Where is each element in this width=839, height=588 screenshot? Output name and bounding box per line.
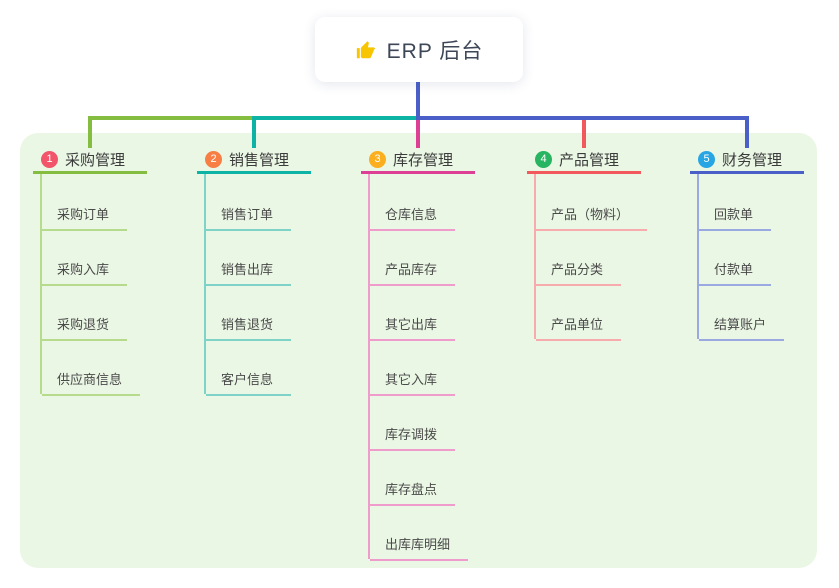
branch-header[interactable]: 1 采购管理 xyxy=(33,147,147,174)
connector-line xyxy=(88,116,92,148)
branch-children: 仓库信息产品库存其它出库其它入库库存调拨库存盘点出库库明细 xyxy=(368,174,475,561)
connector-line xyxy=(416,120,420,148)
child-node[interactable]: 产品分类 xyxy=(536,229,641,286)
child-node-label: 销售退货 xyxy=(206,314,292,341)
branch-number-badge: 3 xyxy=(369,150,386,168)
branch-number-badge: 5 xyxy=(698,150,715,168)
child-node-label: 产品（物料） xyxy=(536,204,648,231)
child-node-label: 采购订单 xyxy=(42,204,128,231)
child-node-label: 销售订单 xyxy=(206,204,292,231)
child-node[interactable]: 仓库信息 xyxy=(370,174,475,231)
child-node[interactable]: 库存调拨 xyxy=(370,394,475,451)
branch-title: 产品管理 xyxy=(559,151,620,169)
branch: 4 产品管理 产品（物料） 产品分类产品单位 xyxy=(527,147,648,341)
branch-header[interactable]: 5 财务管理 xyxy=(690,147,804,174)
child-node[interactable]: 结算账户 xyxy=(699,284,804,341)
child-node[interactable]: 采购订单 xyxy=(42,174,147,231)
connector-line xyxy=(252,116,420,120)
child-node[interactable]: 销售退货 xyxy=(206,284,311,341)
branch-header[interactable]: 2 销售管理 xyxy=(197,147,311,174)
child-node[interactable]: 产品单位 xyxy=(536,284,641,341)
child-node[interactable]: 出库库明细 xyxy=(370,504,475,561)
child-node-label: 结算账户 xyxy=(699,314,785,341)
thumbs-up-icon xyxy=(355,39,377,61)
child-node[interactable]: 回款单 xyxy=(699,174,804,231)
child-node[interactable]: 销售出库 xyxy=(206,229,311,286)
child-node[interactable]: 产品库存 xyxy=(370,229,475,286)
child-node-label: 出库库明细 xyxy=(370,534,469,561)
child-node-label: 其它入库 xyxy=(370,369,456,396)
child-node-label: 销售出库 xyxy=(206,259,292,286)
child-node[interactable]: 销售订单 xyxy=(206,174,311,231)
branch-number-badge: 1 xyxy=(41,150,58,168)
branch-children: 回款单付款单结算账户 xyxy=(697,174,804,341)
branch-children: 采购订单采购入库采购退货供应商信息 xyxy=(40,174,147,396)
branch-title: 库存管理 xyxy=(393,151,454,169)
connector-line xyxy=(416,82,420,120)
branch-number-badge: 4 xyxy=(535,150,552,168)
branch-children: 销售订单销售出库销售退货客户信息 xyxy=(204,174,311,396)
connector-line xyxy=(582,116,586,148)
child-node-label: 供应商信息 xyxy=(42,369,141,396)
child-node[interactable]: 客户信息 xyxy=(206,339,311,396)
child-node[interactable]: 采购退货 xyxy=(42,284,147,341)
child-node[interactable]: 供应商信息 xyxy=(42,339,147,396)
branch-header[interactable]: 4 产品管理 xyxy=(527,147,641,174)
branch: 5 财务管理 回款单付款单结算账户 xyxy=(690,147,804,341)
child-node[interactable]: 产品（物料） xyxy=(536,174,648,231)
child-node-label: 回款单 xyxy=(699,204,772,231)
child-node-label: 库存盘点 xyxy=(370,479,456,506)
mindmap-background-panel xyxy=(20,133,817,568)
child-node-label: 采购退货 xyxy=(42,314,128,341)
child-node-label: 产品分类 xyxy=(536,259,622,286)
branch-children: 产品（物料） 产品分类产品单位 xyxy=(534,174,648,341)
branch-title: 销售管理 xyxy=(229,151,290,169)
branch-title: 财务管理 xyxy=(722,151,783,169)
root-title: ERP 后台 xyxy=(386,39,484,63)
branch: 1 采购管理 采购订单采购入库采购退货供应商信息 xyxy=(33,147,147,396)
branch: 3 库存管理 仓库信息产品库存其它出库其它入库库存调拨库存盘点出库库明细 xyxy=(361,147,475,561)
root-node[interactable]: ERP 后台 xyxy=(315,17,523,82)
child-node[interactable]: 其它出库 xyxy=(370,284,475,341)
child-node[interactable]: 库存盘点 xyxy=(370,449,475,506)
child-node-label: 产品单位 xyxy=(536,314,622,341)
child-node-label: 采购入库 xyxy=(42,259,128,286)
child-node-label: 库存调拨 xyxy=(370,424,456,451)
connector-line xyxy=(88,116,256,120)
connector-line xyxy=(416,116,749,120)
child-node-label: 仓库信息 xyxy=(370,204,456,231)
child-node-label: 产品库存 xyxy=(370,259,456,286)
connector-line xyxy=(252,116,256,148)
child-node[interactable]: 采购入库 xyxy=(42,229,147,286)
child-node[interactable]: 其它入库 xyxy=(370,339,475,396)
branch-number-badge: 2 xyxy=(205,150,222,168)
child-node-label: 其它出库 xyxy=(370,314,456,341)
child-node[interactable]: 付款单 xyxy=(699,229,804,286)
branch-title: 采购管理 xyxy=(65,151,126,169)
child-node-label: 客户信息 xyxy=(206,369,292,396)
branch-header[interactable]: 3 库存管理 xyxy=(361,147,475,174)
branch: 2 销售管理 销售订单销售出库销售退货客户信息 xyxy=(197,147,311,396)
connector-line xyxy=(745,116,749,148)
child-node-label: 付款单 xyxy=(699,259,772,286)
